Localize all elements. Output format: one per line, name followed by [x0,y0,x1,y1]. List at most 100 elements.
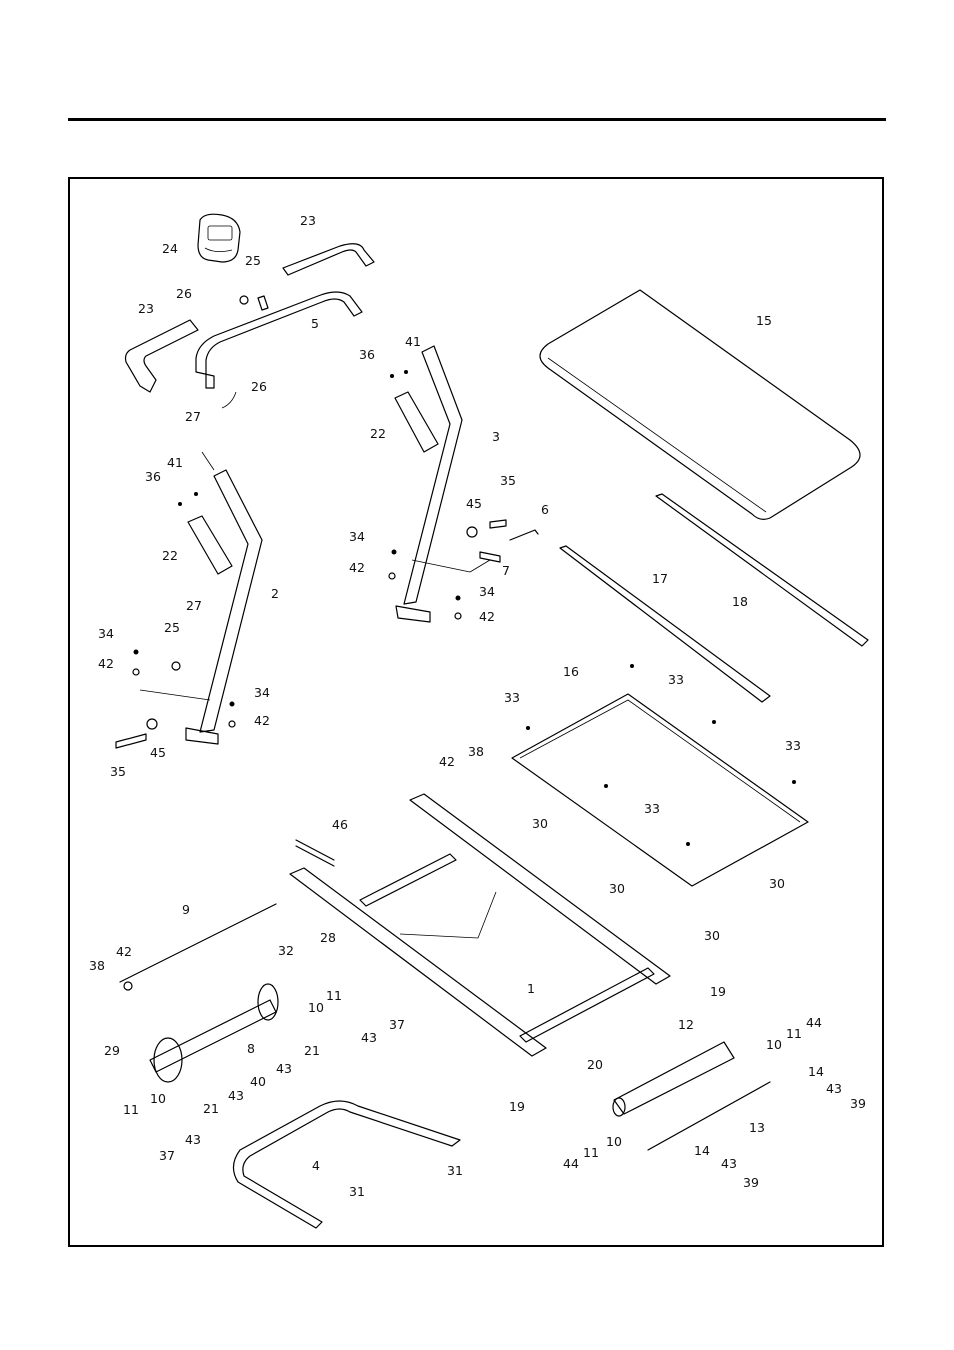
part-callout-37: 37 [159,1148,175,1163]
part-callout-38: 38 [468,744,484,759]
part-callout-8: 8 [247,1041,255,1056]
part-callout-42: 42 [254,713,270,728]
part-callout-10: 10 [766,1037,782,1052]
part-callout-1: 1 [527,981,535,996]
part-callout-39: 39 [850,1096,866,1111]
part-callout-11: 11 [123,1102,139,1117]
part-callout-10: 10 [308,1000,324,1015]
rear-roller [612,1041,771,1151]
part-callout-14: 14 [808,1064,824,1079]
upright-right [388,345,539,623]
front-roller [119,903,279,1083]
part-callout-41: 41 [405,334,421,349]
part-callout-43: 43 [276,1061,292,1076]
diagram-frame [68,177,884,1247]
part-callout-43: 43 [185,1132,201,1147]
part-callout-4: 4 [312,1158,320,1173]
part-callout-45: 45 [466,496,482,511]
console-group [124,213,375,409]
part-callout-42: 42 [98,656,114,671]
part-callout-34: 34 [254,685,270,700]
part-callout-31: 31 [349,1184,365,1199]
part-callout-28: 28 [320,930,336,945]
part-callout-26: 26 [176,286,192,301]
part-callout-33: 33 [504,690,520,705]
part-callout-15: 15 [756,313,772,328]
part-callout-30: 30 [532,816,548,831]
part-callout-21: 21 [203,1101,219,1116]
part-callout-22: 22 [370,426,386,441]
part-callout-3: 3 [492,429,500,444]
part-callout-10: 10 [150,1091,166,1106]
part-callout-45: 45 [150,745,166,760]
part-callout-44: 44 [806,1015,822,1030]
part-callout-2: 2 [271,586,279,601]
part-callout-43: 43 [361,1030,377,1045]
part-callout-11: 11 [583,1145,599,1160]
stabilizer-base [232,1100,461,1229]
part-callout-11: 11 [786,1026,802,1041]
part-callout-34: 34 [479,584,495,599]
part-callout-27: 27 [185,409,201,424]
part-callout-33: 33 [785,738,801,753]
header-rule [68,118,886,121]
part-callout-34: 34 [98,626,114,641]
part-callout-5: 5 [311,316,319,331]
part-callout-13: 13 [749,1120,765,1135]
part-callout-42: 42 [439,754,455,769]
part-callout-9: 9 [182,902,190,917]
part-callout-7: 7 [502,563,510,578]
part-callout-31: 31 [447,1163,463,1178]
part-callout-23: 23 [138,301,154,316]
part-callout-36: 36 [145,469,161,484]
upright-left [115,451,263,749]
part-callout-14: 14 [694,1143,710,1158]
part-callout-19: 19 [710,984,726,999]
part-callout-17: 17 [652,571,668,586]
part-callout-37: 37 [389,1017,405,1032]
part-callout-19: 19 [509,1099,525,1114]
part-callout-43: 43 [826,1081,842,1096]
part-callout-33: 33 [644,801,660,816]
part-callout-44: 44 [563,1156,579,1171]
part-callout-42: 42 [116,944,132,959]
part-callout-24: 24 [162,241,178,256]
part-callout-30: 30 [704,928,720,943]
part-callout-6: 6 [541,502,549,517]
part-callout-18: 18 [732,594,748,609]
part-callout-39: 39 [743,1175,759,1190]
part-callout-35: 35 [110,764,126,779]
part-callout-40: 40 [250,1074,266,1089]
deck [511,664,809,887]
part-callout-25: 25 [164,620,180,635]
part-callout-11: 11 [326,988,342,1003]
side-rails [559,493,869,703]
part-callout-27: 27 [186,598,202,613]
part-callout-22: 22 [162,548,178,563]
part-callout-21: 21 [304,1043,320,1058]
part-callout-30: 30 [769,876,785,891]
part-callout-26: 26 [251,379,267,394]
part-callout-38: 38 [89,958,105,973]
part-callout-12: 12 [678,1017,694,1032]
part-callout-43: 43 [721,1156,737,1171]
part-callout-46: 46 [332,817,348,832]
part-callout-33: 33 [668,672,684,687]
part-callout-25: 25 [245,253,261,268]
part-callout-30: 30 [609,881,625,896]
part-callout-43: 43 [228,1088,244,1103]
part-callout-42: 42 [349,560,365,575]
walking-belt [539,289,861,520]
main-frame [289,793,671,1057]
part-callout-23: 23 [300,213,316,228]
part-callout-34: 34 [349,529,365,544]
part-callout-20: 20 [587,1057,603,1072]
part-callout-32: 32 [278,943,294,958]
part-callout-10: 10 [606,1134,622,1149]
part-callout-29: 29 [104,1043,120,1058]
part-callout-35: 35 [500,473,516,488]
part-callout-16: 16 [563,664,579,679]
part-callout-41: 41 [167,455,183,470]
